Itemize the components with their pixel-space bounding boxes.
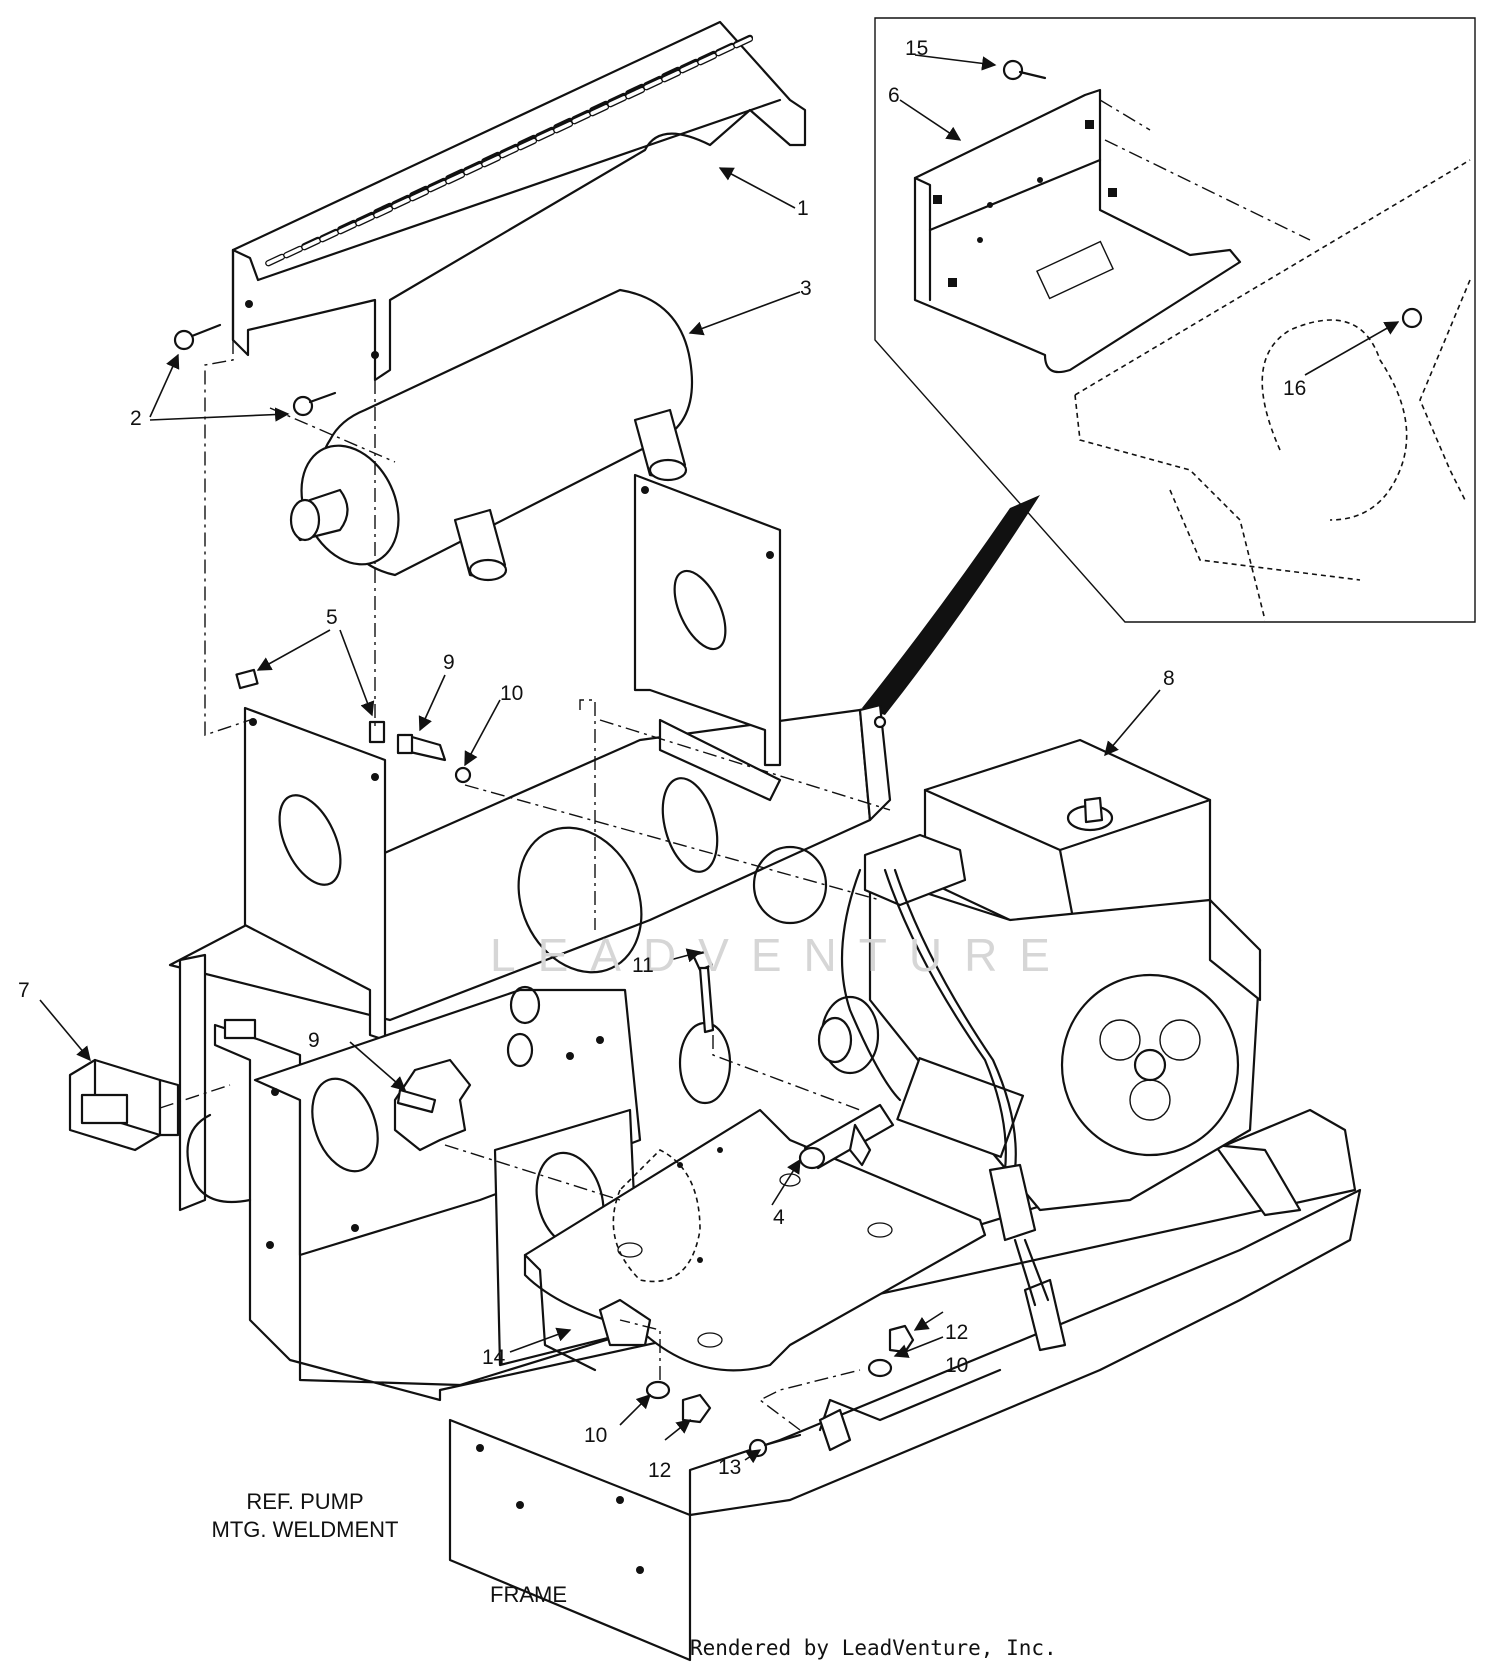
callout-8: 8 — [1163, 667, 1175, 690]
ref-pump-label: REF. PUMP MTG. WELDMENT — [205, 1488, 405, 1543]
ref-pump-line1: REF. PUMP — [246, 1489, 364, 1514]
callout-15: 15 — [905, 37, 929, 60]
callout-12-lower: 12 — [648, 1459, 672, 1482]
frame-label: FRAME — [490, 1582, 567, 1607]
callout-2: 2 — [130, 407, 142, 430]
bolt-part-2 — [173, 323, 337, 417]
vent-slot — [445, 171, 466, 185]
vent-slot — [625, 86, 646, 100]
washer-part-10-lower — [645, 1358, 893, 1400]
callout-14: 14 — [482, 1346, 506, 1369]
frame-rail — [448, 1143, 1362, 1662]
vent-slot — [553, 120, 574, 134]
assembly-centerlines — [159, 340, 891, 1431]
switch-part-7 — [68, 1058, 180, 1152]
callout-6: 6 — [888, 84, 900, 107]
vent-slot — [373, 205, 394, 219]
washer-part-10 — [454, 766, 472, 784]
vent-slot — [697, 52, 718, 66]
fan-screen — [1099, 1019, 1201, 1121]
callout-9-lower: 9 — [308, 1029, 320, 1052]
callout-10-upper: 10 — [500, 682, 524, 705]
vent-slot — [661, 69, 682, 83]
callout-10-lower: 10 — [584, 1424, 608, 1447]
callout-10-right: 10 — [945, 1354, 969, 1377]
callout-3: 3 — [800, 277, 812, 300]
callout-16: 16 — [1283, 377, 1307, 400]
callout-4: 4 — [773, 1206, 785, 1229]
bracket-part-6 — [913, 88, 1242, 374]
muffler-part-3 — [289, 288, 694, 582]
rendered-by-credit: Rendered by LeadVenture, Inc. — [690, 1636, 1057, 1660]
vent-slot — [733, 35, 754, 49]
callout-12-right: 12 — [945, 1321, 969, 1344]
watermark: LEADVENTURE — [490, 929, 1072, 981]
vent-slot — [481, 154, 502, 168]
screw-part-15 — [1002, 59, 1047, 81]
vent-slot — [589, 103, 610, 117]
vent-slot — [517, 137, 538, 151]
bolt-part-9 — [396, 733, 447, 762]
shield-vent-slots — [265, 34, 754, 267]
leader-arrows — [39, 54, 1400, 1464]
heat-shield-plate — [168, 473, 892, 1042]
vent-slot — [409, 188, 430, 202]
callout-11: 11 — [632, 954, 654, 977]
muffler-shield-part-1 — [231, 20, 807, 382]
fitting-part-4 — [798, 1103, 895, 1170]
nut-part-16 — [1401, 307, 1423, 329]
engine-mount-plate-part-14 — [523, 1108, 987, 1372]
callout-9-upper: 9 — [443, 651, 455, 674]
engine-part-8 — [798, 738, 1262, 1307]
callout-5: 5 — [326, 606, 338, 629]
bolt-part-9-lower — [393, 1058, 472, 1152]
callout-1: 1 — [797, 197, 809, 220]
callout-13: 13 — [718, 1456, 742, 1479]
ref-pump-line2: MTG. WELDMENT — [211, 1516, 399, 1542]
inset-detail-box — [862, 17, 1476, 715]
callout-7: 7 — [18, 979, 30, 1002]
clip-nut-part-5 — [235, 668, 386, 744]
